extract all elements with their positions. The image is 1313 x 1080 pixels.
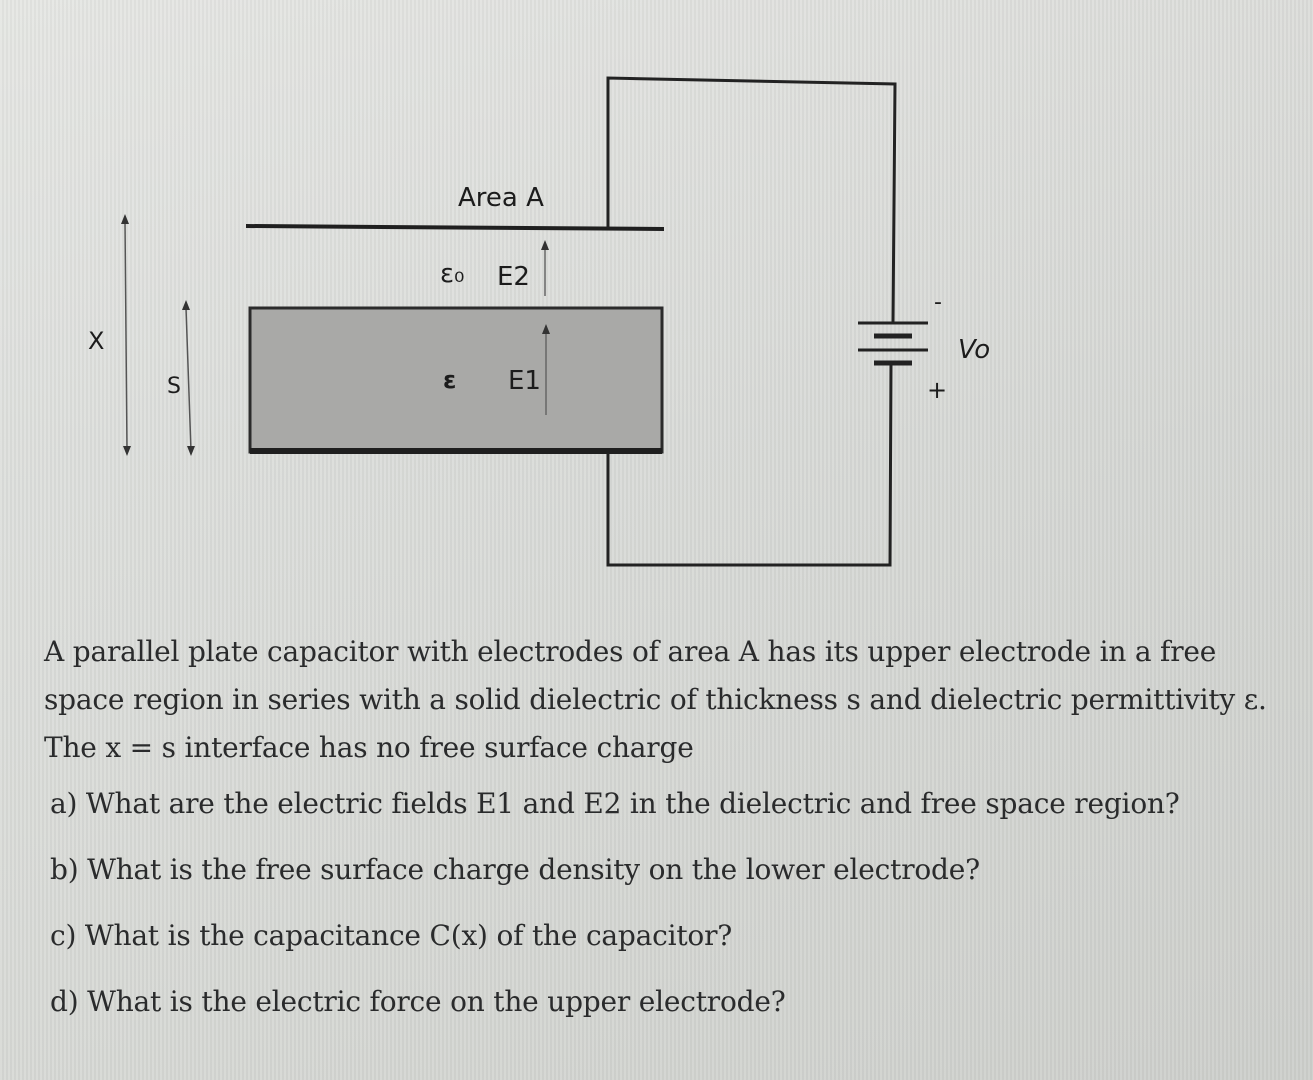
x-dimension-arrow [121, 214, 131, 456]
e2-label: E2 [497, 262, 530, 292]
dielectric-slab [248, 306, 664, 454]
circuit-wire-top [606, 76, 897, 323]
epsilon0-label: ε₀ [440, 259, 464, 289]
epsilon-label: ε [443, 366, 456, 394]
battery-plus-label: + [927, 376, 947, 404]
circuit-wire-bottom [606, 362, 893, 567]
capacitor-diagram: Area A ε₀ E2 ε E1 X S Vo - + [88, 76, 990, 567]
question-a: a) What are the electric fields E1 and E… [50, 787, 1180, 820]
e2-field-arrow [541, 240, 549, 296]
battery-icon [858, 321, 928, 366]
intro-line: space region in series with a solid diel… [44, 683, 1267, 716]
e1-field-arrow [542, 324, 550, 415]
intro-line: The x = s interface has no free surface … [44, 731, 694, 764]
upper-electrode [245, 224, 665, 231]
vo-label: Vo [958, 335, 990, 365]
x-label: X [88, 327, 104, 355]
question-c: c) What is the capacitance C(x) of the c… [50, 919, 733, 952]
problem-intro: A parallel plate capacitor with electrod… [44, 628, 1306, 772]
s-label: S [167, 374, 181, 399]
battery-minus-label: - [934, 290, 942, 315]
question-d: d) What is the electric force on the upp… [50, 985, 786, 1018]
s-dimension-arrow [182, 300, 195, 456]
e1-label: E1 [508, 366, 541, 396]
area-label: Area A [458, 183, 544, 213]
problem-statement: A parallel plate capacitor with electrod… [44, 628, 1306, 1048]
intro-line: A parallel plate capacitor with electrod… [44, 635, 1217, 668]
question-b: b) What is the free surface charge densi… [50, 853, 980, 886]
